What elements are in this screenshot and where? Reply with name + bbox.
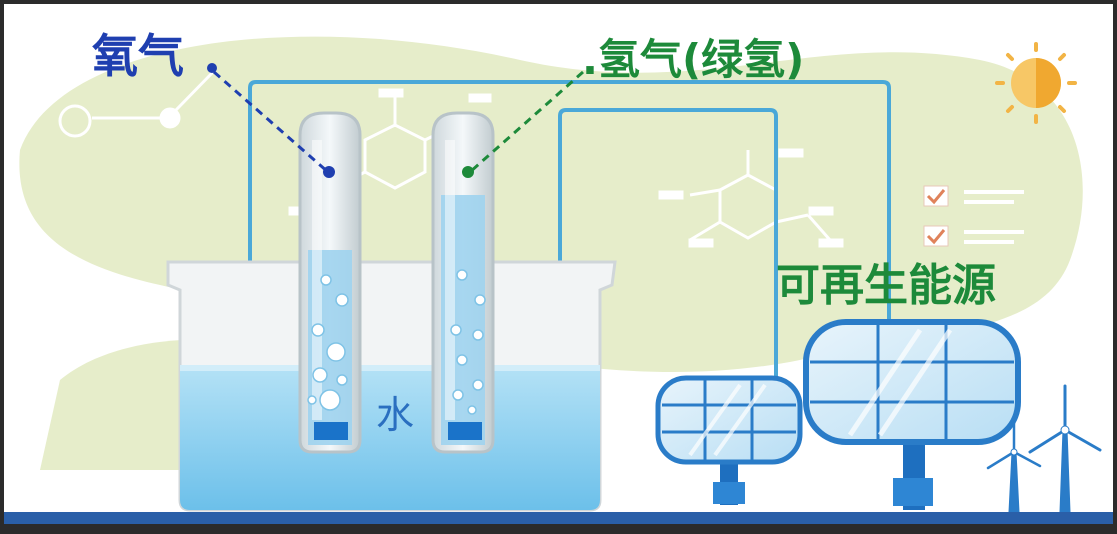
- solar-panel-icon: [655, 375, 803, 505]
- wire-outer: [248, 80, 891, 464]
- wind-turbine-icon: [986, 384, 1102, 513]
- renewable-energy-label: 可再生能源: [776, 260, 996, 311]
- electrode-icon: [314, 422, 348, 440]
- hydrogen-label: .氢气(绿氢): [582, 35, 804, 84]
- solar-panel-icon: [803, 319, 1021, 510]
- ground-line: [4, 512, 1113, 524]
- wire-inner: [464, 108, 778, 472]
- hydrogen-leader-line: [469, 70, 584, 174]
- oxygen-leader-line: [213, 70, 329, 174]
- sun-icon: [995, 42, 1077, 124]
- molecule-icon: [658, 148, 844, 248]
- molecule-icon: [58, 68, 217, 138]
- electrode-icon: [448, 422, 482, 440]
- water-label: 水: [376, 393, 414, 437]
- checklist-icon: [923, 185, 1024, 247]
- test-tube-icon: [431, 111, 495, 454]
- hydrogen-point-dot: [462, 166, 474, 178]
- oxygen-label: 氧气: [92, 29, 184, 83]
- oxygen-leader-dot: [207, 63, 217, 73]
- test-tube-icon: [298, 111, 362, 454]
- beaker-icon: [166, 260, 617, 512]
- oxygen-point-dot: [323, 166, 335, 178]
